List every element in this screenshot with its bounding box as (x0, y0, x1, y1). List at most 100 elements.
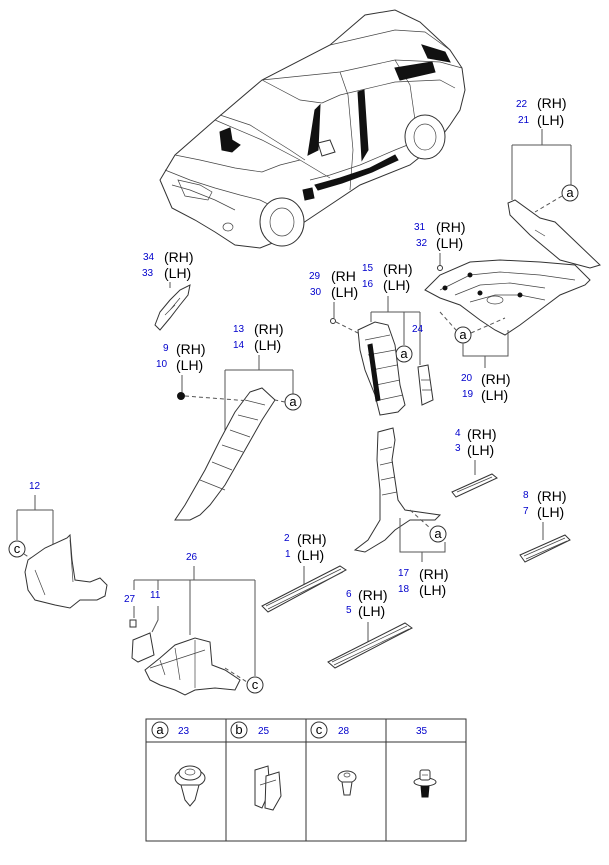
lh-label: (LH) (383, 277, 410, 293)
rh-label: (RH) (537, 488, 567, 504)
part-number-3: 3 (455, 443, 461, 454)
rh-label: (RH) (164, 249, 194, 265)
lh-label: (LH) (358, 603, 385, 619)
part-number-32: 32 (416, 238, 428, 249)
part-group-8-7: 8 (RH) 7 (LH) (519, 488, 571, 563)
rh-label: (RH) (436, 219, 466, 235)
lh-label: (LH) (467, 442, 494, 458)
part-number-7: 7 (523, 506, 529, 517)
clip-27 (129, 619, 137, 628)
small-clip-icon (337, 770, 357, 796)
lh-label: (LH) (297, 547, 324, 563)
scuff-plate-7-8 (519, 534, 571, 563)
part-group-29-30: 29 (RH 30 (LH) (309, 268, 358, 334)
part-group-2-1: 2 (RH) 1 (LH) (261, 531, 347, 613)
part-group-15-16: 15 (RH) 16 (LH) a 24 (357, 261, 434, 416)
metal-clip-icon (254, 765, 282, 811)
rh-label: (RH (331, 268, 356, 284)
part-number-2: 2 (284, 533, 290, 544)
fastener-cell-a: a 23 (151, 721, 206, 807)
kick-panel-trim (24, 533, 108, 609)
fastener-part-25: 25 (258, 726, 270, 737)
part-number-24: 24 (412, 324, 424, 335)
rh-label: (RH) (481, 371, 511, 387)
part-number-4: 4 (455, 428, 461, 439)
fastener-letter-c: c (316, 722, 323, 737)
callout-a (561, 184, 579, 202)
fastener-part-23: 23 (178, 726, 190, 737)
part-number-31: 31 (414, 222, 426, 233)
part-number-27: 27 (124, 594, 136, 605)
rh-label: (RH) (358, 587, 388, 603)
rh-label: (RH) (467, 426, 497, 442)
fastener-letter-b: b (235, 722, 242, 737)
callout-letter-a: a (566, 185, 574, 200)
callout-letter-c: c (14, 541, 21, 556)
rh-label: (RH) (537, 95, 567, 111)
b-pillar-upper-trim (357, 321, 406, 416)
part-number-5: 5 (346, 605, 352, 616)
callout-letter-a: a (434, 526, 442, 541)
part-group-4-3: 4 (RH) 3 (LH) (451, 426, 498, 498)
callout-letter-a: a (400, 346, 408, 361)
scuff-plate-5-6 (327, 622, 413, 669)
callout-c (8, 540, 26, 558)
part-number-29: 29 (309, 271, 321, 282)
part-group-12: 12 c (8, 481, 108, 609)
callout-letter-c: c (252, 677, 259, 692)
a-pillar-trim (174, 387, 276, 521)
lh-label: (LH) (436, 235, 463, 251)
pillar-cover-24 (417, 364, 434, 406)
lh-label: (LH) (164, 265, 191, 281)
headliner-part (424, 259, 591, 336)
fastener-letter-a: a (156, 722, 164, 737)
lh-label: (LH) (419, 582, 446, 598)
part-number-30: 30 (310, 287, 322, 298)
part-group-13-14: 13 (RH) 14 (LH) a (174, 321, 302, 521)
part-number-34: 34 (143, 252, 155, 263)
part-number-12: 12 (29, 481, 41, 492)
rear-pillar-trim (507, 199, 601, 269)
rh-label: (RH) (254, 321, 284, 337)
part-number-18: 18 (398, 584, 410, 595)
push-clip-icon (174, 765, 206, 807)
part-number-15: 15 (362, 263, 374, 274)
callout-letter-a: a (289, 394, 297, 409)
scuff-plate-1-2 (261, 565, 347, 613)
part-number-16: 16 (362, 279, 374, 290)
part-number-17: 17 (398, 568, 410, 579)
lh-label: (LH) (176, 357, 203, 373)
part-number-19: 19 (462, 389, 474, 400)
lh-label: (LH) (331, 284, 358, 300)
fastener-part-35: 35 (416, 726, 428, 737)
part-group-22-21: 22 (RH) 21 (LH) a (507, 95, 601, 269)
lh-label: (LH) (537, 504, 564, 520)
fastener-cell-35: 35 (413, 726, 437, 798)
part-number-26: 26 (186, 552, 198, 563)
part-number-9: 9 (163, 343, 169, 354)
fastener-cell-b: b 25 (230, 721, 282, 811)
part-number-33: 33 (142, 268, 154, 279)
part-number-8: 8 (523, 490, 529, 501)
rh-label: (RH) (383, 261, 413, 277)
cowl-side-trim (144, 637, 241, 696)
vehicle-illustration (159, 9, 466, 249)
fastener-part-28: 28 (338, 726, 350, 737)
lh-label: (LH) (481, 387, 508, 403)
rh-label: (RH) (176, 341, 206, 357)
part-group-6-5: 6 (RH) 5 (LH) (327, 587, 413, 669)
lh-label: (LH) (254, 337, 281, 353)
part-group-20-19: a 20 (RH) 19 (LH) (439, 311, 511, 403)
lh-label: (LH) (537, 112, 564, 128)
callout-letter-a: a (459, 327, 467, 342)
part-number-20: 20 (461, 373, 473, 384)
part-number-14: 14 (233, 340, 245, 351)
part-group-31-32: 31 (RH) 32 (LH) (414, 219, 466, 271)
callout-c (246, 676, 264, 694)
rh-label: (RH) (297, 531, 327, 547)
rh-label: (RH) (419, 566, 449, 582)
part-number-21: 21 (518, 115, 530, 126)
callout-a (429, 525, 447, 543)
fastener-table: a 23 b 25 c 28 (145, 718, 467, 842)
